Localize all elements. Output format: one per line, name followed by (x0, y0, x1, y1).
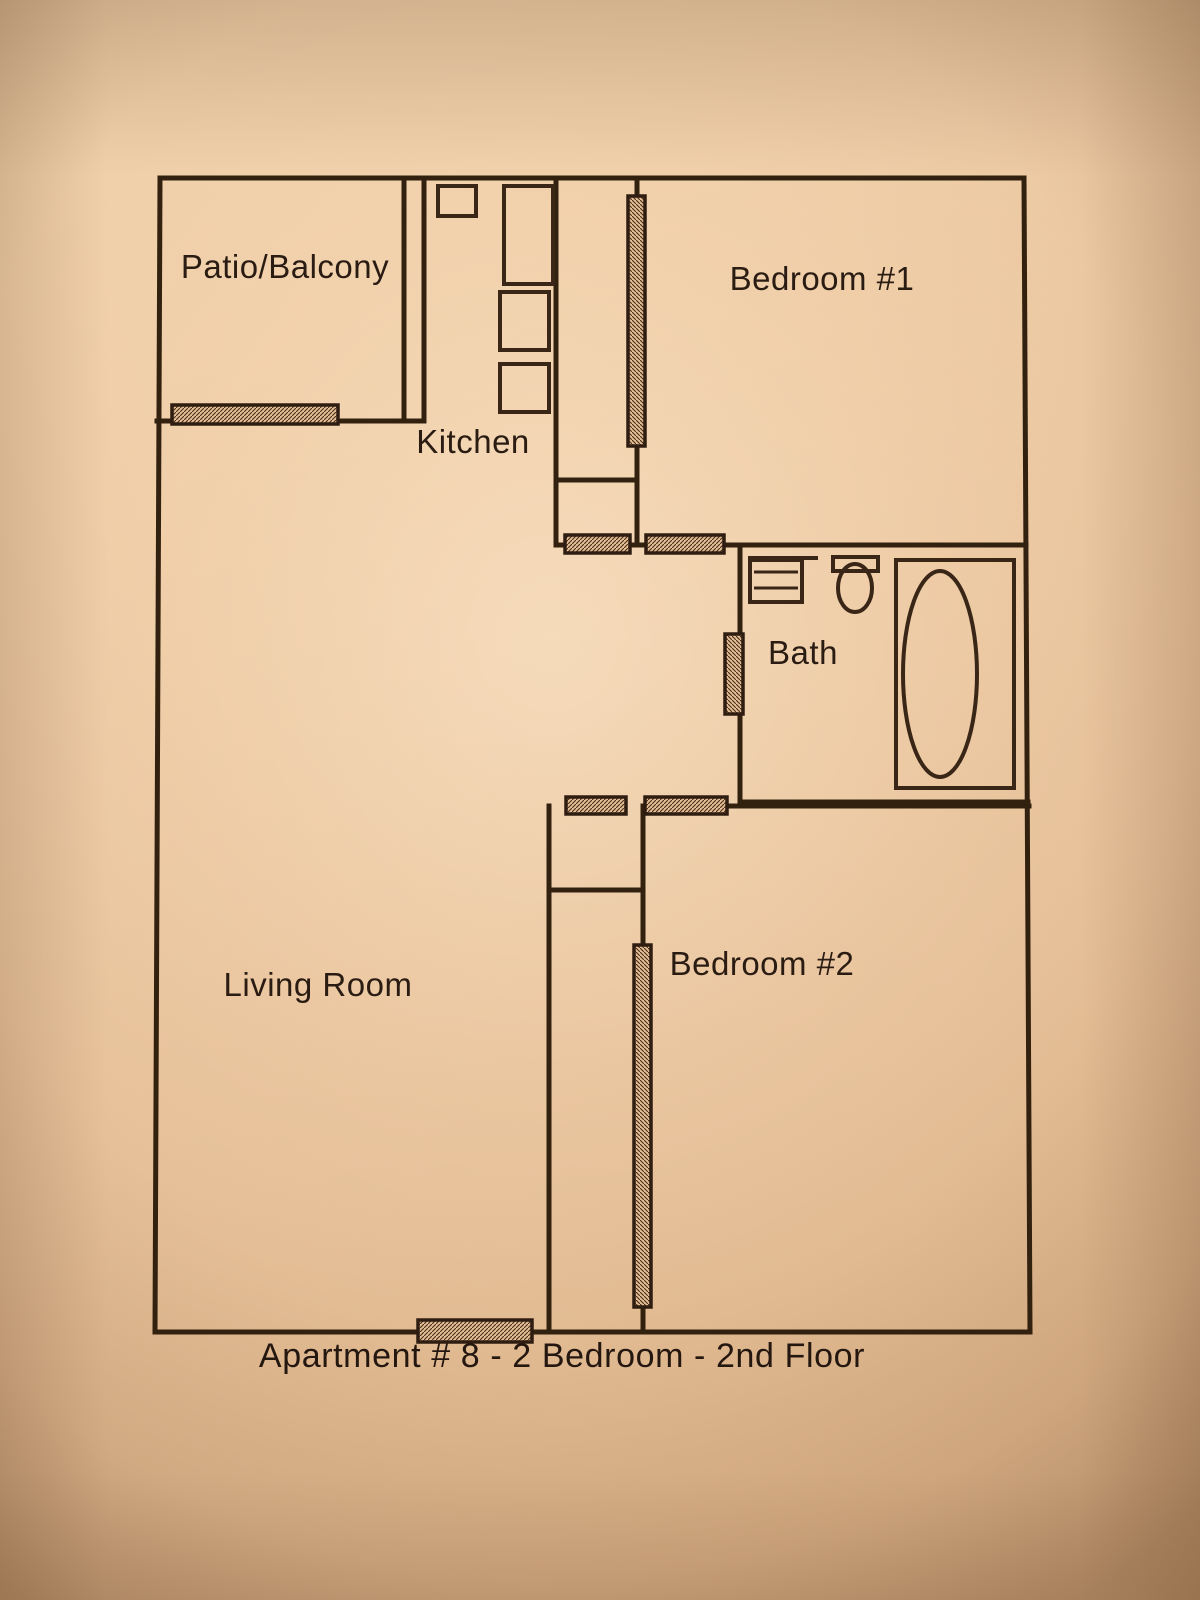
bath-door (723, 632, 745, 716)
door-symbols (170, 194, 745, 1344)
room-label-kitchen: Kitchen (416, 423, 530, 460)
bedroom2-closet-door (632, 943, 653, 1309)
patio-slider-door (170, 403, 340, 426)
bath-toilet-tank-icon (831, 555, 880, 573)
wall-lines (152, 175, 1033, 1335)
bedroom2-door (643, 795, 729, 816)
bath-tub-surround-icon (894, 558, 1016, 790)
room-label-bedroom-1: Bedroom #1 (730, 260, 915, 297)
kitchen-doorway-door (563, 533, 632, 555)
bath-vanity-icon (748, 558, 804, 604)
kitchen-range-icon (436, 184, 478, 218)
kitchen-counter-b-icon (498, 362, 551, 414)
exterior-wall-right (1021, 175, 1033, 1335)
bath-toilet-bowl-icon (836, 562, 874, 614)
room-label-living-room: Living Room (224, 966, 413, 1003)
bedroom1-closet-door (626, 194, 647, 448)
hall-closet-door (564, 795, 628, 816)
kitchen-counter-a-icon (498, 290, 551, 352)
plan-caption: Apartment # 8 - 2 Bedroom - 2nd Floor (259, 1337, 865, 1375)
bath-fixtures (748, 555, 1016, 790)
bedroom1-door (644, 533, 726, 555)
kitchen-fixtures (436, 184, 555, 414)
kitchen-sink-icon (502, 184, 555, 286)
entry-door (416, 1318, 534, 1344)
room-label-patio: Patio/Balcony (181, 248, 389, 285)
exterior-wall-left (152, 175, 163, 1335)
room-label-bedroom-2: Bedroom #2 (670, 945, 855, 982)
room-labels: Patio/Balcony Kitchen Bedroom #1 Bath Be… (181, 248, 915, 1003)
bath-tub-icon (901, 569, 979, 779)
room-label-bath: Bath (768, 634, 838, 671)
